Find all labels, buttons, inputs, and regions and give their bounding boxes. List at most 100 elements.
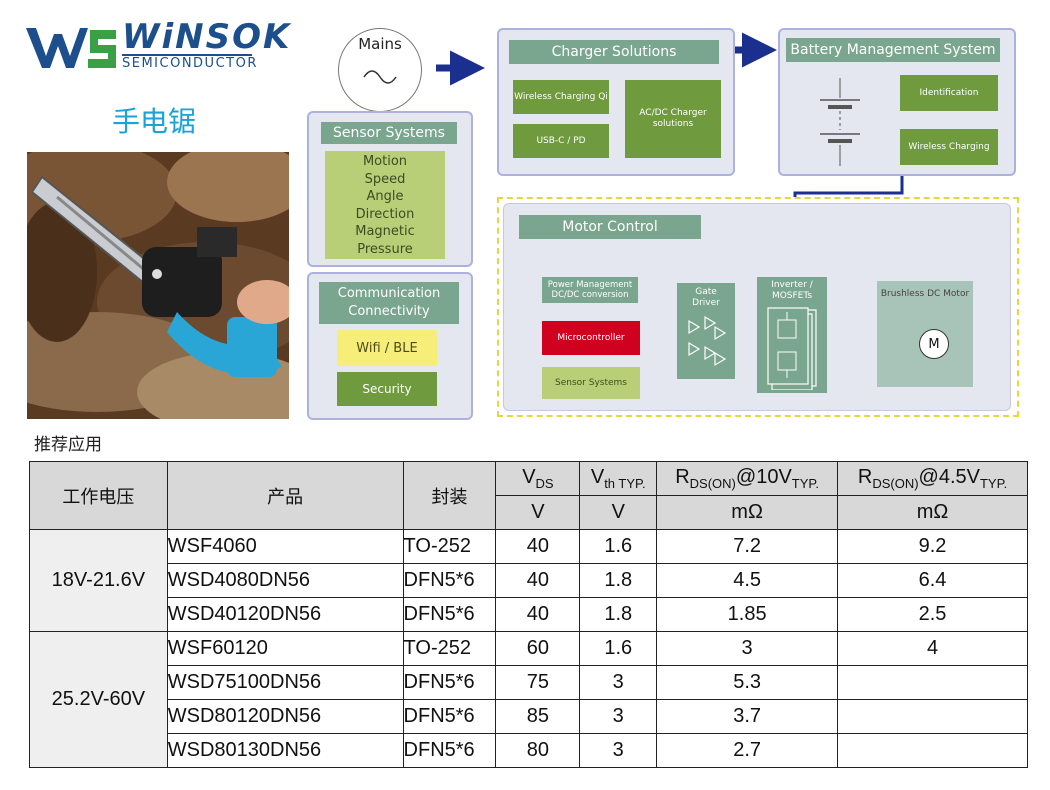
unit-r45: mΩ <box>837 495 1028 530</box>
battery-icon <box>820 78 860 166</box>
winsok-logo-mark <box>26 28 116 68</box>
microcontroller-box: Microcontroller <box>542 321 640 355</box>
motor-sensor-systems-box: Sensor Systems <box>542 367 640 399</box>
inverter-label: Inverter / MOSFETs <box>771 280 813 301</box>
sensor-item-angle: Angle <box>366 189 404 205</box>
unit-vds: V <box>495 495 581 530</box>
bms-panel: Battery Management System Identification… <box>778 28 1016 176</box>
logo-divider <box>122 54 252 56</box>
product-cell: WSD40120DN56 <box>166 597 404 632</box>
rdson-4-5v-cell: 4 <box>837 631 1028 666</box>
inverter-mosfets-box: Inverter / MOSFETs <box>757 277 827 393</box>
package-cell: DFN5*6 <box>402 733 497 768</box>
vds-cell: 75 <box>495 665 581 700</box>
rdson-10v-cell: 7.2 <box>656 529 839 564</box>
rdson-10v-cell: 2.7 <box>656 733 839 768</box>
rdson-4-5v-cell: 9.2 <box>837 529 1028 564</box>
table-row: WSD80120DN56 DFN5*6 85 3 3.7 <box>30 699 1028 734</box>
sine-wave-icon <box>363 70 397 84</box>
rdson-10v-cell: 1.85 <box>656 597 839 632</box>
header-rdson-4-5v: RDS(ON)@4.5VTYP. <box>837 461 1028 496</box>
vds-cell: 40 <box>495 597 581 632</box>
mosfet-spec-table: 工作电压 产品 封装 VDS Vth TYP. RDS(ON)@10VTYP. … <box>29 461 1028 768</box>
bldc-motor-box: Brushless DC Motor M <box>877 281 973 387</box>
vth-cell: 3 <box>579 699 658 734</box>
table-row: 18V-21.6V WSF4060 TO-252 40 1.6 7.2 9.2 <box>29 529 1028 632</box>
table-row: WSD75100DN56 DFN5*6 75 3 5.3 <box>30 665 1028 700</box>
table-header-row: 工作电压 产品 封装 VDS Vth TYP. RDS(ON)@10VTYP. … <box>29 461 1028 530</box>
package-cell: TO-252 <box>402 529 497 564</box>
charger-title: Charger Solutions <box>509 40 719 64</box>
header-vds: VDS <box>495 461 581 496</box>
voltage-group-cell: 25.2V-60V <box>29 631 168 768</box>
vth-cell: 3 <box>579 733 658 768</box>
table-row: 25.2V-60V WSF60120 TO-252 60 1.6 3 4 <box>29 631 1028 768</box>
communication-panel: Communication Connectivity Wifi / BLE Se… <box>307 272 473 420</box>
gate-driver-label: Gate Driver <box>692 287 720 308</box>
package-cell: DFN5*6 <box>402 699 497 734</box>
header-rdson-10v: RDS(ON)@10VTYP. <box>656 461 839 496</box>
table-unit-row: V V mΩ mΩ <box>30 495 1028 530</box>
motor-m-label: M <box>928 336 940 352</box>
identification-box: Identification <box>900 75 998 111</box>
vth-cell: 3 <box>579 665 658 700</box>
rdson-4-5v-cell <box>837 665 1028 700</box>
motor-control-title: Motor Control <box>519 215 701 239</box>
package-cell: DFN5*6 <box>402 597 497 632</box>
voltage-group-cell: 18V-21.6V <box>29 529 168 632</box>
header-product: 产品 <box>166 461 404 530</box>
bldc-motor-label: Brushless DC Motor <box>880 289 970 299</box>
acdc-charger-box: AC/DC Charger solutions <box>625 80 721 158</box>
mosfet-stack-icon <box>767 307 817 390</box>
vds-cell: 85 <box>495 699 581 734</box>
table-row: WSD80130DN56 DFN5*6 80 3 2.7 <box>30 733 1028 768</box>
package-cell: DFN5*6 <box>402 665 497 700</box>
rdson-10v-cell: 5.3 <box>656 665 839 700</box>
gate-driver-icon <box>688 315 727 367</box>
sensor-title: Sensor Systems <box>321 122 457 144</box>
rdson-10v-cell: 4.5 <box>656 563 839 598</box>
gate-driver-box: Gate Driver <box>677 283 735 379</box>
sensor-item-magnetic: Magnetic <box>355 224 415 240</box>
charger-solutions-panel: Charger Solutions Wireless Charging Qi U… <box>497 28 735 176</box>
product-cell: WSD80130DN56 <box>166 733 404 768</box>
usb-c-pd-box: USB-C / PD <box>513 124 609 158</box>
package-cell: DFN5*6 <box>402 563 497 598</box>
sensor-item-motion: Motion <box>362 154 408 169</box>
sensor-item-pressure: Pressure <box>357 241 413 257</box>
product-cell: WSD80120DN56 <box>166 699 404 734</box>
header-vth: Vth TYP. <box>579 461 658 496</box>
chainsaw-photo <box>27 152 289 419</box>
vth-cell: 1.8 <box>579 563 658 598</box>
sensor-list: Motion Speed Angle Direction Magnetic Pr… <box>325 151 445 259</box>
header-package: 封装 <box>402 461 497 530</box>
table-row: WSD40120DN56 DFN5*6 40 1.8 1.85 2.5 <box>30 597 1028 632</box>
rdson-10v-cell: 3.7 <box>656 699 839 734</box>
recommended-applications-label: 推荐应用 <box>34 435 102 455</box>
vds-cell: 60 <box>495 631 581 666</box>
unit-r10: mΩ <box>656 495 839 530</box>
header-voltage: 工作电压 <box>29 461 168 530</box>
table-row: WSD4080DN56 DFN5*6 40 1.8 4.5 6.4 <box>30 563 1028 598</box>
product-cell: WSF60120 <box>166 631 404 666</box>
rdson-4-5v-cell: 6.4 <box>837 563 1028 598</box>
unit-vth: V <box>579 495 658 530</box>
bms-title: Battery Management System <box>786 38 1000 62</box>
vth-cell: 1.6 <box>579 529 658 564</box>
vds-cell: 40 <box>495 529 581 564</box>
security-box: Security <box>337 372 437 406</box>
motor-m-symbol: M <box>919 329 949 359</box>
package-cell: TO-252 <box>402 631 497 666</box>
sensor-item-speed: Speed <box>364 171 406 187</box>
sensor-item-direction: Direction <box>355 206 415 222</box>
mains-label: Mains <box>358 35 402 53</box>
rdson-4-5v-cell <box>837 699 1028 734</box>
rdson-4-5v-cell: 2.5 <box>837 597 1028 632</box>
mains-source: Mains <box>338 28 422 112</box>
sensor-systems-panel: Sensor Systems Motion Speed Angle Direct… <box>307 111 473 267</box>
vth-cell: 1.8 <box>579 597 658 632</box>
product-name: 手电锯 <box>112 105 197 138</box>
microcontroller-label: Microcontroller <box>557 333 625 343</box>
rdson-4-5v-cell <box>837 733 1028 768</box>
product-cell: WSD75100DN56 <box>166 665 404 700</box>
